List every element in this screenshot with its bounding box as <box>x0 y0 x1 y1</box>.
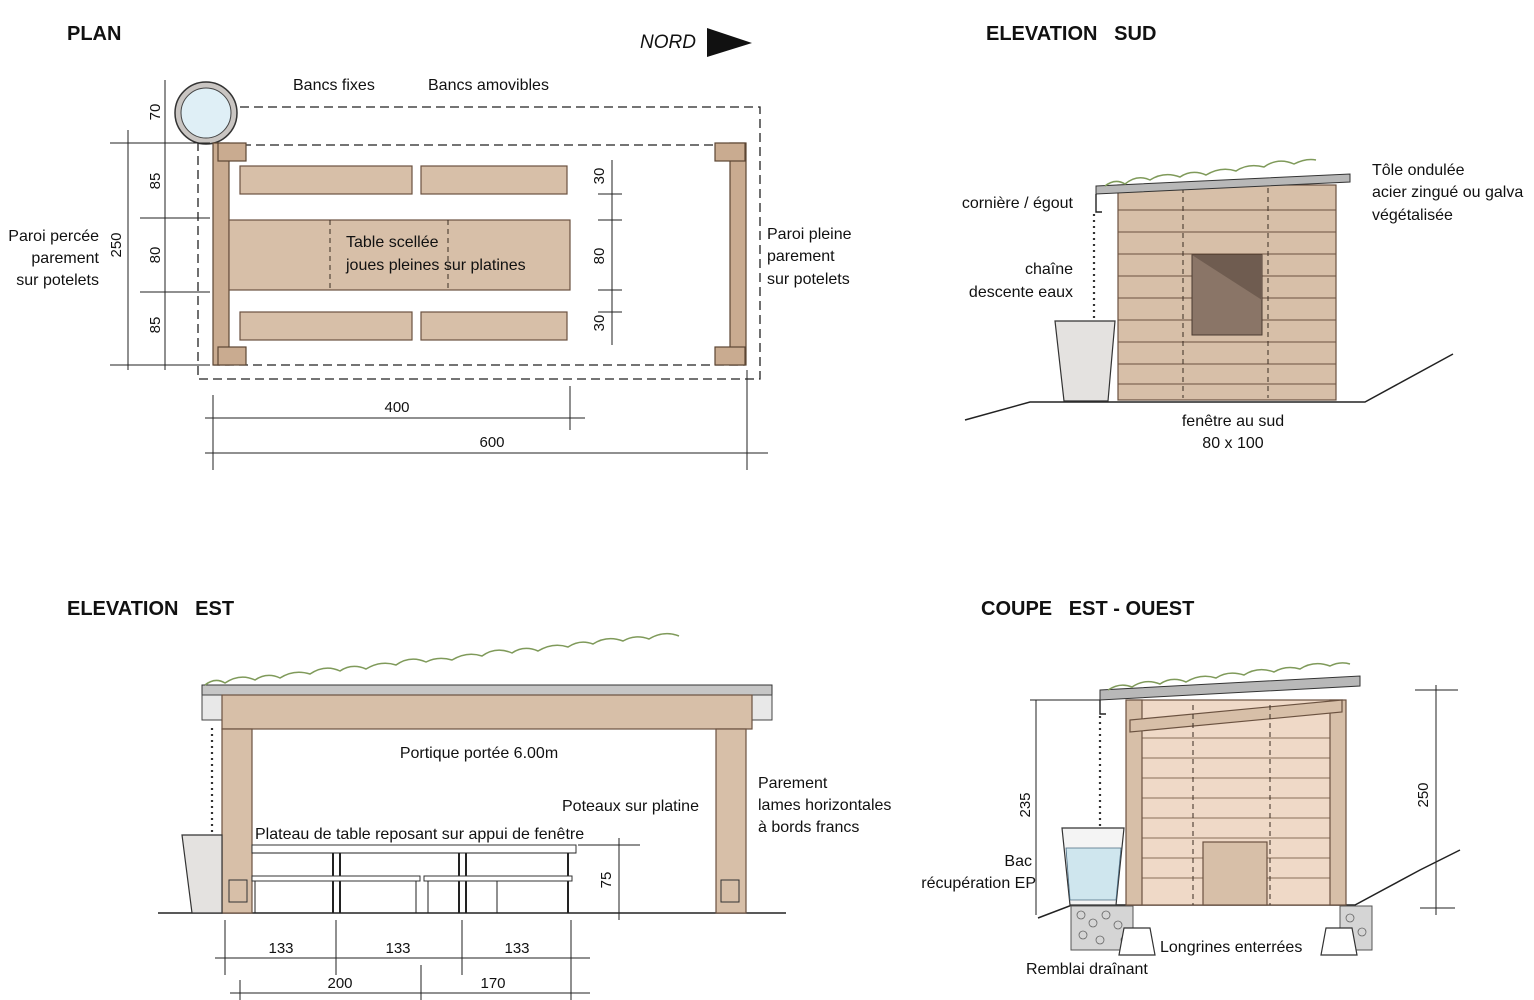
rain-barrel <box>181 834 223 914</box>
table-label-1: Table scellée <box>346 234 439 251</box>
dim-400: 400 <box>384 399 409 416</box>
title-elevation-est: ELEVATION EST <box>67 598 234 620</box>
post-sw <box>217 346 247 366</box>
dim-235: 235 <box>1017 792 1034 817</box>
parement-label-3: à bords francs <box>758 819 859 836</box>
dim-30-top: 30 <box>591 168 608 185</box>
chaine-label-1: chaîne <box>1025 261 1073 278</box>
dim-85-top: 85 <box>147 173 164 190</box>
dim-70: 70 <box>147 104 164 121</box>
table-top <box>251 844 577 854</box>
dim-85-bottom: 85 <box>147 317 164 334</box>
bench-movable-top <box>420 165 568 195</box>
green-roof <box>1107 662 1351 691</box>
dim-80: 80 <box>147 247 164 264</box>
green-roof <box>1104 158 1317 187</box>
post-ne <box>714 142 746 162</box>
water-tank-inner <box>180 87 232 139</box>
bench-movable-bottom <box>420 311 568 341</box>
table-section <box>1202 841 1268 906</box>
dim-250: 250 <box>108 232 125 257</box>
dim-200: 200 <box>327 975 352 992</box>
tole-label-3: végétalisée <box>1372 207 1453 224</box>
title-plan: PLAN <box>67 23 121 45</box>
gutter <box>1099 700 1106 715</box>
tole-label-2: acier zingué ou galva <box>1372 184 1523 201</box>
window-reflection <box>1192 255 1262 300</box>
nord-label: NORD <box>640 32 696 53</box>
coupe-view: 235 250 Bac récupération EP Longrines en… <box>921 662 1461 978</box>
roof-outline <box>197 106 761 380</box>
fenetre-label-2: 80 x 100 <box>1202 435 1263 452</box>
footing-right <box>1320 927 1358 956</box>
roof-sheet <box>1099 675 1361 701</box>
plan-view: NORD Bancs fixes Bancs amovibles Table s… <box>8 28 852 470</box>
table <box>228 219 571 291</box>
parement-label-1: Parement <box>758 775 828 792</box>
portique-label: Portique portée 6.00m <box>400 745 558 762</box>
bench-fixed-bottom <box>239 311 413 341</box>
post-nw <box>217 142 247 162</box>
bench <box>251 875 421 882</box>
beam-end-left <box>201 694 223 721</box>
plateau-label: Plateau de table reposant sur appui de f… <box>255 826 584 843</box>
base-plate-left <box>228 879 248 903</box>
dim-75: 75 <box>598 872 615 889</box>
title-coupe-est-ouest: COUPE EST - OUEST <box>981 598 1194 620</box>
water-level <box>1065 847 1122 901</box>
north-arrow-icon <box>707 28 752 57</box>
sloped-beam <box>1129 699 1343 733</box>
green-roof <box>204 632 680 686</box>
paroi-percee-2: parement <box>31 250 99 267</box>
bac-label-2: récupération EP <box>921 875 1036 892</box>
footing-left <box>1118 927 1156 956</box>
chaine-label-2: descente eaux <box>969 284 1073 301</box>
dim-600: 600 <box>479 434 504 451</box>
title-elevation-sud: ELEVATION SUD <box>986 23 1156 45</box>
bench-fixed-top <box>239 165 413 195</box>
paroi-pleine-1: Paroi pleine <box>767 226 852 243</box>
right-wall <box>729 142 747 366</box>
post-left <box>1125 699 1143 906</box>
parement-label-2: lames horizontales <box>758 797 891 814</box>
ground-line <box>964 353 1454 421</box>
dim-133-3: 133 <box>504 940 529 957</box>
paroi-percee-3: sur potelets <box>16 272 99 289</box>
elevation-sud-view: cornière / égout chaîne descente eaux Tô… <box>962 158 1523 452</box>
dim-80-right: 80 <box>591 248 608 265</box>
dim-133-2: 133 <box>385 940 410 957</box>
remblai-label: Remblai draînant <box>1026 961 1148 978</box>
ground-line <box>1037 849 1461 919</box>
table-label-2: joues pleines sur platines <box>345 257 526 274</box>
post-right <box>1329 699 1347 906</box>
dim-170: 170 <box>480 975 505 992</box>
dim-250: 250 <box>1415 782 1432 807</box>
bench <box>423 875 573 882</box>
post-se <box>714 346 746 366</box>
elevation-est-view: Portique portée 6.00m Poteaux sur platin… <box>158 632 891 1000</box>
tole-label-1: Tôle ondulée <box>1372 162 1465 179</box>
portal-beam <box>221 694 753 730</box>
paroi-pleine-3: sur potelets <box>767 271 850 288</box>
base-plate-right <box>720 879 740 903</box>
fenetre-label-1: fenêtre au sud <box>1182 413 1284 430</box>
paroi-percee-1: Paroi percée <box>8 228 99 245</box>
paroi-pleine-2: parement <box>767 248 835 265</box>
bancs-amovibles-label: Bancs amovibles <box>428 77 549 94</box>
corniere-label: cornière / égout <box>962 195 1074 212</box>
gutter <box>1095 194 1102 213</box>
beam-end-right <box>751 694 773 721</box>
rain-barrel <box>1054 320 1116 402</box>
bac-label-1: Bac <box>1004 853 1032 870</box>
poteaux-label: Poteaux sur platine <box>562 798 699 815</box>
roof-sheet <box>1095 173 1351 195</box>
dim-30-bottom: 30 <box>591 315 608 332</box>
longrines-label: Longrines enterrées <box>1160 939 1302 956</box>
left-wall <box>212 142 230 366</box>
roof-sheet <box>201 684 773 696</box>
dim-133-1: 133 <box>268 940 293 957</box>
bancs-fixes-label: Bancs fixes <box>293 77 375 94</box>
